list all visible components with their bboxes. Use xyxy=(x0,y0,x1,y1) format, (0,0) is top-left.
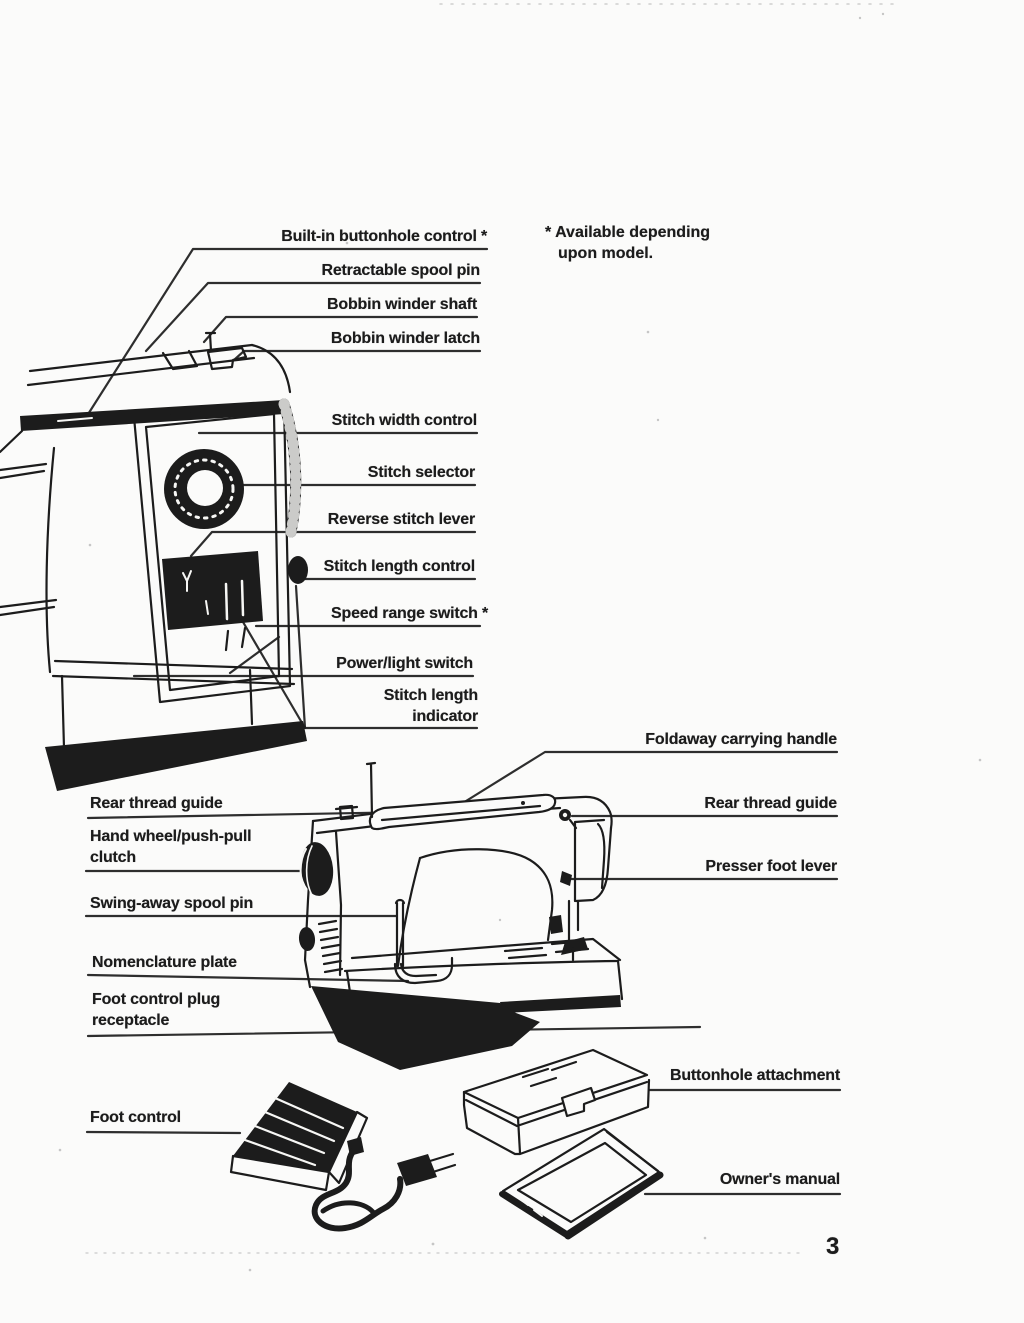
switch-panel xyxy=(162,551,263,630)
label-stitch-length-control: Stitch length control xyxy=(323,558,476,575)
footnote-line-2: upon model. xyxy=(558,244,654,262)
label-reverse-stitch-lever: Reverse stitch lever xyxy=(327,511,475,528)
nomenclature-plate-vents xyxy=(317,919,344,974)
footnote-line-1: * Available depending xyxy=(545,224,711,241)
label-owners-manual: Owner's manual xyxy=(719,1171,840,1188)
label-leader-lines xyxy=(83,247,842,1196)
label-bobbin-winder-shaft: Bobbin winder shaft xyxy=(327,296,477,313)
label-hand-wheel-push-pull-clutch: Hand wheel/push-pull clutch xyxy=(90,828,252,866)
scan-noise xyxy=(58,3,982,1272)
label-foot-control-plug-receptacle: Foot control plug receptacle xyxy=(92,991,221,1029)
label-rear-thread-guide-right: Rear thread guide xyxy=(704,795,837,812)
power-cord xyxy=(311,1147,404,1232)
label-power-light-switch: Power/light switch xyxy=(336,655,473,672)
label-retractable-spool-pin: Retractable spool pin xyxy=(321,262,481,279)
sewing-machine-rear-illustration xyxy=(298,761,624,1070)
label-foldaway-carrying-handle: Foldaway carrying handle xyxy=(645,731,837,748)
owners-manual-illustration xyxy=(499,1127,664,1240)
label-foot-control: Foot control xyxy=(90,1109,181,1126)
stitch-length-knob xyxy=(288,556,308,584)
label-bobbin-winder-latch: Bobbin winder latch xyxy=(330,330,480,347)
page-number: 3 xyxy=(826,1233,840,1260)
label-swing-away-spool-pin: Swing-away spool pin xyxy=(90,895,254,912)
label-buttonhole-attachment: Buttonhole attachment xyxy=(669,1067,840,1084)
label-nomenclature-plate: Nomenclature plate xyxy=(92,954,237,971)
power-plug xyxy=(397,1154,437,1186)
label-rear-thread-guide-left: Rear thread guide xyxy=(90,795,223,812)
control-panel-closeup-illustration xyxy=(0,331,308,791)
label-built-in-buttonhole-control: Built-in buttonhole control * xyxy=(281,228,487,245)
foot-control-illustration xyxy=(229,1082,457,1232)
label-presser-foot-lever: Presser foot lever xyxy=(705,858,837,875)
label-stitch-length-indicator: Stitch length indicator xyxy=(383,687,478,725)
availability-footnote: * Available depending upon model. xyxy=(545,223,710,265)
label-speed-range-switch: Speed range switch * xyxy=(331,605,488,622)
label-stitch-selector: Stitch selector xyxy=(367,464,475,481)
label-stitch-width-control: Stitch width control xyxy=(331,412,478,429)
presser-foot-lever-part xyxy=(560,871,572,886)
buttonhole-attachment-illustration xyxy=(462,1048,651,1156)
